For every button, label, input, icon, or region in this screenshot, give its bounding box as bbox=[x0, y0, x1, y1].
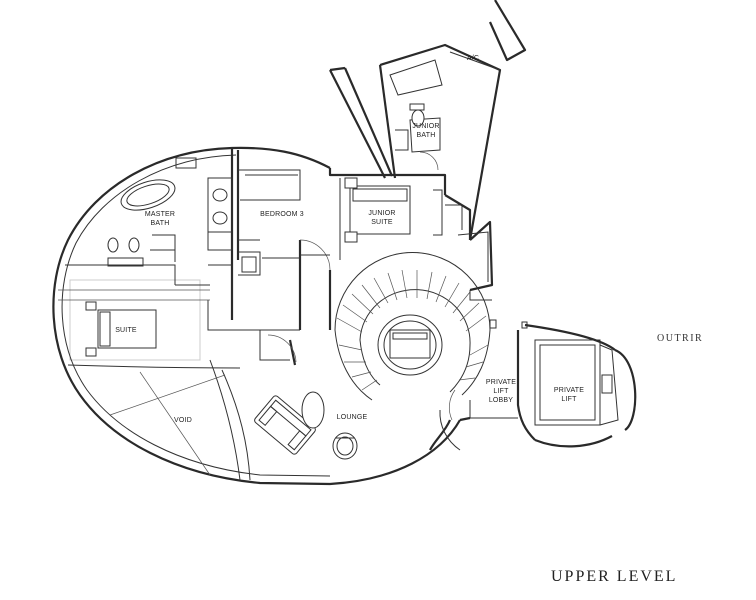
lift-lobby-label-line2: LIFT bbox=[493, 388, 509, 395]
junior-suite-label-line2: SUITE bbox=[371, 219, 393, 226]
void-area bbox=[67, 359, 251, 481]
junior-suite-area bbox=[328, 168, 494, 292]
master-suite-area bbox=[58, 279, 297, 366]
junior-suite-label-line1: JUNIOR bbox=[368, 210, 395, 217]
private-lift-label-line2: LIFT bbox=[561, 396, 577, 403]
junior-bath-label-line1: JUNIOR bbox=[412, 123, 439, 130]
lounge-label: LOUNGE bbox=[337, 414, 368, 421]
master-bath-label-line1: MASTER bbox=[145, 211, 175, 218]
lift-lobby-label-line1: PRIVATE bbox=[486, 379, 516, 386]
junior-bath-label-line2: BATH bbox=[417, 132, 436, 139]
outside-label: OUTRIR bbox=[657, 333, 703, 344]
outer-wall bbox=[52, 146, 461, 486]
bedroom-bath-partitions bbox=[65, 148, 331, 331]
plan-title: UPPER LEVEL bbox=[551, 568, 677, 585]
ac-label: A/C bbox=[467, 55, 479, 62]
upper-wing bbox=[329, 0, 527, 241]
master-bath-label-line2: BATH bbox=[151, 220, 170, 227]
lift-lobby-label-line3: LOBBY bbox=[489, 397, 513, 404]
void-label: VOID bbox=[174, 417, 192, 424]
bedroom3-label: BEDROOM 3 bbox=[260, 211, 304, 218]
lift-lobby-area bbox=[429, 323, 637, 451]
master-suite-label: SUITE bbox=[115, 327, 137, 334]
lounge-furniture bbox=[254, 391, 358, 460]
private-lift-label-line1: PRIVATE bbox=[554, 387, 584, 394]
spiral-staircase bbox=[334, 252, 528, 401]
interior-walls bbox=[175, 254, 332, 330]
